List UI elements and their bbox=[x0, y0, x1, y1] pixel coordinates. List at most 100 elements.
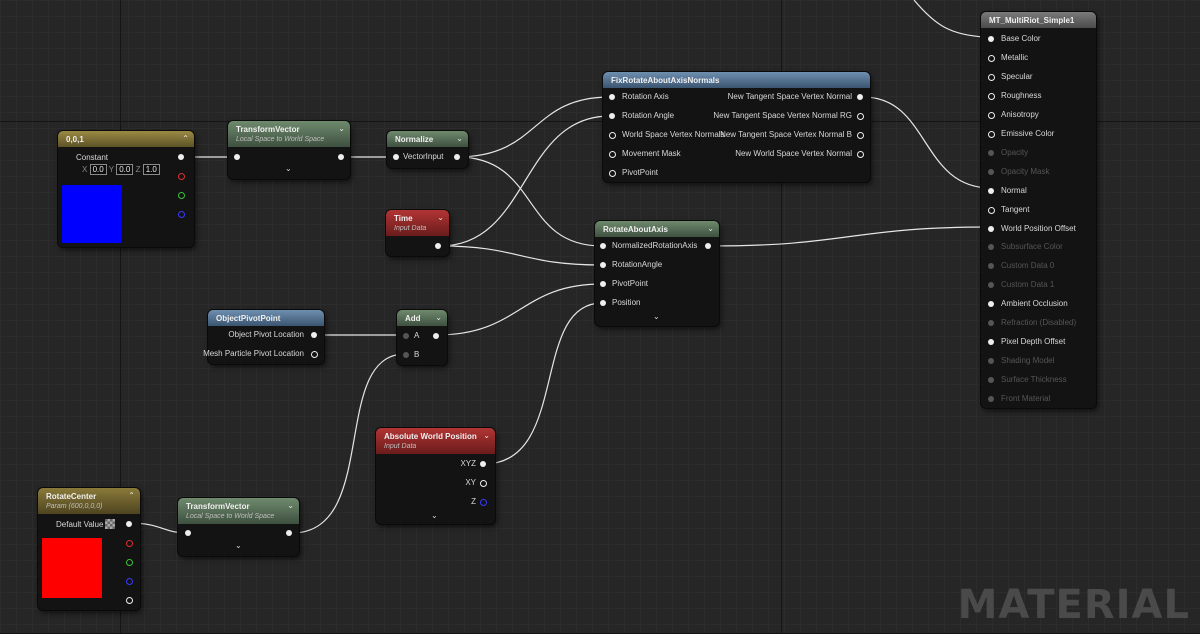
material-input-pin[interactable] bbox=[988, 339, 994, 346]
material-input-pin[interactable] bbox=[988, 111, 995, 119]
chevron-down-icon[interactable]: ⌄ bbox=[456, 134, 463, 143]
chevron-down-icon[interactable]: ⌄ bbox=[437, 213, 444, 222]
material-input-pin[interactable] bbox=[988, 73, 995, 81]
material-input-pin[interactable] bbox=[988, 244, 994, 251]
material-input-pin[interactable] bbox=[988, 130, 995, 138]
output-pin[interactable] bbox=[126, 521, 132, 527]
material-input-pin[interactable] bbox=[988, 54, 995, 62]
chevron-down-icon[interactable]: ⌄ bbox=[707, 224, 714, 233]
chevron-down-icon[interactable]: ⌄ bbox=[435, 313, 442, 322]
object-pivot-point-node[interactable]: ObjectPivotPoint Object Pivot Location M… bbox=[203, 310, 324, 364]
transform-vector-header[interactable]: TransformVector Local Space to World Spa… bbox=[178, 498, 299, 524]
expand-icon[interactable]: ⌄ bbox=[653, 312, 660, 321]
material-input-pin[interactable] bbox=[988, 377, 994, 384]
material-input-pin[interactable] bbox=[988, 282, 994, 289]
material-input-pin[interactable] bbox=[988, 301, 994, 308]
material-input-pin[interactable] bbox=[988, 358, 994, 365]
output-pin[interactable] bbox=[857, 132, 864, 139]
material-input-pin[interactable] bbox=[988, 36, 994, 42]
normalize-header[interactable]: Normalize ⌄ bbox=[387, 131, 468, 147]
output-pin[interactable] bbox=[338, 154, 344, 160]
x-value-field[interactable]: 0.0 bbox=[89, 164, 107, 175]
rotate-center-header[interactable]: RotateCenter Param (600,0,0,0) ⌃ bbox=[38, 488, 140, 514]
chevron-down-icon[interactable]: ⌄ bbox=[287, 501, 294, 510]
output-pin-g[interactable] bbox=[126, 559, 133, 566]
output-pin[interactable] bbox=[857, 113, 864, 120]
output-pin-r[interactable] bbox=[178, 173, 185, 180]
output-pin[interactable] bbox=[311, 332, 317, 338]
input-pin[interactable] bbox=[185, 530, 191, 536]
output-pin[interactable] bbox=[286, 530, 292, 536]
fix-rotate-about-axis-normals-node[interactable]: FixRotateAboutAxisNormals Rotation Axis … bbox=[603, 72, 870, 182]
input-pin[interactable] bbox=[393, 154, 399, 160]
output-pin[interactable] bbox=[433, 333, 439, 339]
material-input-pin[interactable] bbox=[988, 225, 994, 232]
input-pin[interactable] bbox=[600, 243, 606, 249]
add-node[interactable]: Add ⌄ A B bbox=[397, 310, 447, 365]
output-pin[interactable] bbox=[857, 94, 863, 100]
checker-swatch-icon[interactable] bbox=[105, 519, 115, 529]
material-input-pin[interactable] bbox=[988, 320, 994, 327]
absolute-world-position-header[interactable]: Absolute World Position Input Data ⌄ bbox=[376, 428, 495, 454]
output-pin-g[interactable] bbox=[178, 192, 185, 199]
constant-node-header[interactable]: 0,0,1 ⌃ bbox=[58, 131, 194, 147]
input-label: PivotPoint bbox=[622, 168, 659, 177]
fix-rotate-header[interactable]: FixRotateAboutAxisNormals bbox=[603, 72, 870, 88]
absolute-world-position-node[interactable]: Absolute World Position Input Data ⌄ XYZ… bbox=[376, 428, 495, 524]
input-pin-a[interactable] bbox=[403, 333, 409, 339]
transform-vector-node-2[interactable]: TransformVector Local Space to World Spa… bbox=[178, 498, 299, 556]
material-input-pin[interactable] bbox=[988, 168, 994, 175]
input-pin[interactable] bbox=[609, 132, 616, 139]
input-pin[interactable] bbox=[609, 113, 615, 119]
material-input-pin[interactable] bbox=[988, 149, 994, 156]
output-pin[interactable] bbox=[454, 154, 460, 160]
material-input-pin[interactable] bbox=[988, 263, 994, 270]
output-pin[interactable] bbox=[480, 499, 487, 506]
material-input-pin[interactable] bbox=[988, 92, 995, 100]
input-pin-b[interactable] bbox=[403, 352, 409, 358]
output-pin[interactable] bbox=[705, 243, 711, 249]
time-header[interactable]: Time Input Data ⌄ bbox=[386, 210, 449, 236]
material-result-header[interactable]: MT_MultiRiot_Simple1 bbox=[981, 12, 1096, 28]
chevron-down-icon[interactable]: ⌄ bbox=[338, 124, 345, 133]
output-pin-b[interactable] bbox=[178, 211, 185, 218]
object-pivot-header[interactable]: ObjectPivotPoint bbox=[208, 310, 324, 326]
chevron-up-icon[interactable]: ⌃ bbox=[128, 491, 135, 500]
expand-icon[interactable]: ⌄ bbox=[431, 511, 438, 520]
chevron-down-icon[interactable]: ⌄ bbox=[483, 431, 490, 440]
output-pin-b[interactable] bbox=[126, 578, 133, 585]
input-pin[interactable] bbox=[600, 281, 606, 287]
y-value-field[interactable]: 0.0 bbox=[116, 164, 134, 175]
input-pin[interactable] bbox=[609, 151, 616, 158]
output-pin[interactable] bbox=[480, 461, 486, 467]
output-pin[interactable] bbox=[311, 351, 318, 358]
output-pin[interactable] bbox=[480, 480, 487, 487]
add-header[interactable]: Add ⌄ bbox=[397, 310, 447, 326]
output-pin-a[interactable] bbox=[126, 597, 133, 604]
z-value-field[interactable]: 1.0 bbox=[142, 164, 160, 175]
input-pin[interactable] bbox=[600, 262, 606, 268]
expand-icon[interactable]: ⌄ bbox=[285, 164, 292, 173]
input-pin[interactable] bbox=[234, 154, 240, 160]
rotate-about-axis-node[interactable]: RotateAboutAxis ⌄ NormalizedRotationAxis… bbox=[595, 221, 719, 326]
expand-icon[interactable]: ⌄ bbox=[235, 541, 242, 550]
material-input-pin[interactable] bbox=[988, 396, 994, 403]
rotate-about-axis-header[interactable]: RotateAboutAxis ⌄ bbox=[595, 221, 719, 237]
chevron-up-icon[interactable]: ⌃ bbox=[182, 134, 189, 143]
output-pin[interactable] bbox=[435, 243, 441, 249]
constant-node[interactable]: 0,0,1 ⌃ Constant X 0.0 Y 0.0 Z 1.0 bbox=[58, 131, 194, 247]
normalize-node[interactable]: Normalize ⌄ VectorInput bbox=[387, 131, 468, 168]
output-pin[interactable] bbox=[857, 151, 864, 158]
output-pin[interactable] bbox=[178, 154, 184, 160]
transform-vector-node[interactable]: TransformVector Local Space to World Spa… bbox=[228, 121, 350, 179]
output-pin-r[interactable] bbox=[126, 540, 133, 547]
transform-vector-header[interactable]: TransformVector Local Space to World Spa… bbox=[228, 121, 350, 147]
time-node[interactable]: Time Input Data ⌄ bbox=[386, 210, 449, 256]
input-pin[interactable] bbox=[600, 300, 606, 306]
input-pin[interactable] bbox=[609, 94, 615, 100]
material-input-pin[interactable] bbox=[988, 206, 995, 214]
input-pin[interactable] bbox=[609, 170, 616, 177]
rotate-center-node[interactable]: RotateCenter Param (600,0,0,0) ⌃ Default… bbox=[38, 488, 140, 610]
material-input-pin[interactable] bbox=[988, 187, 994, 194]
